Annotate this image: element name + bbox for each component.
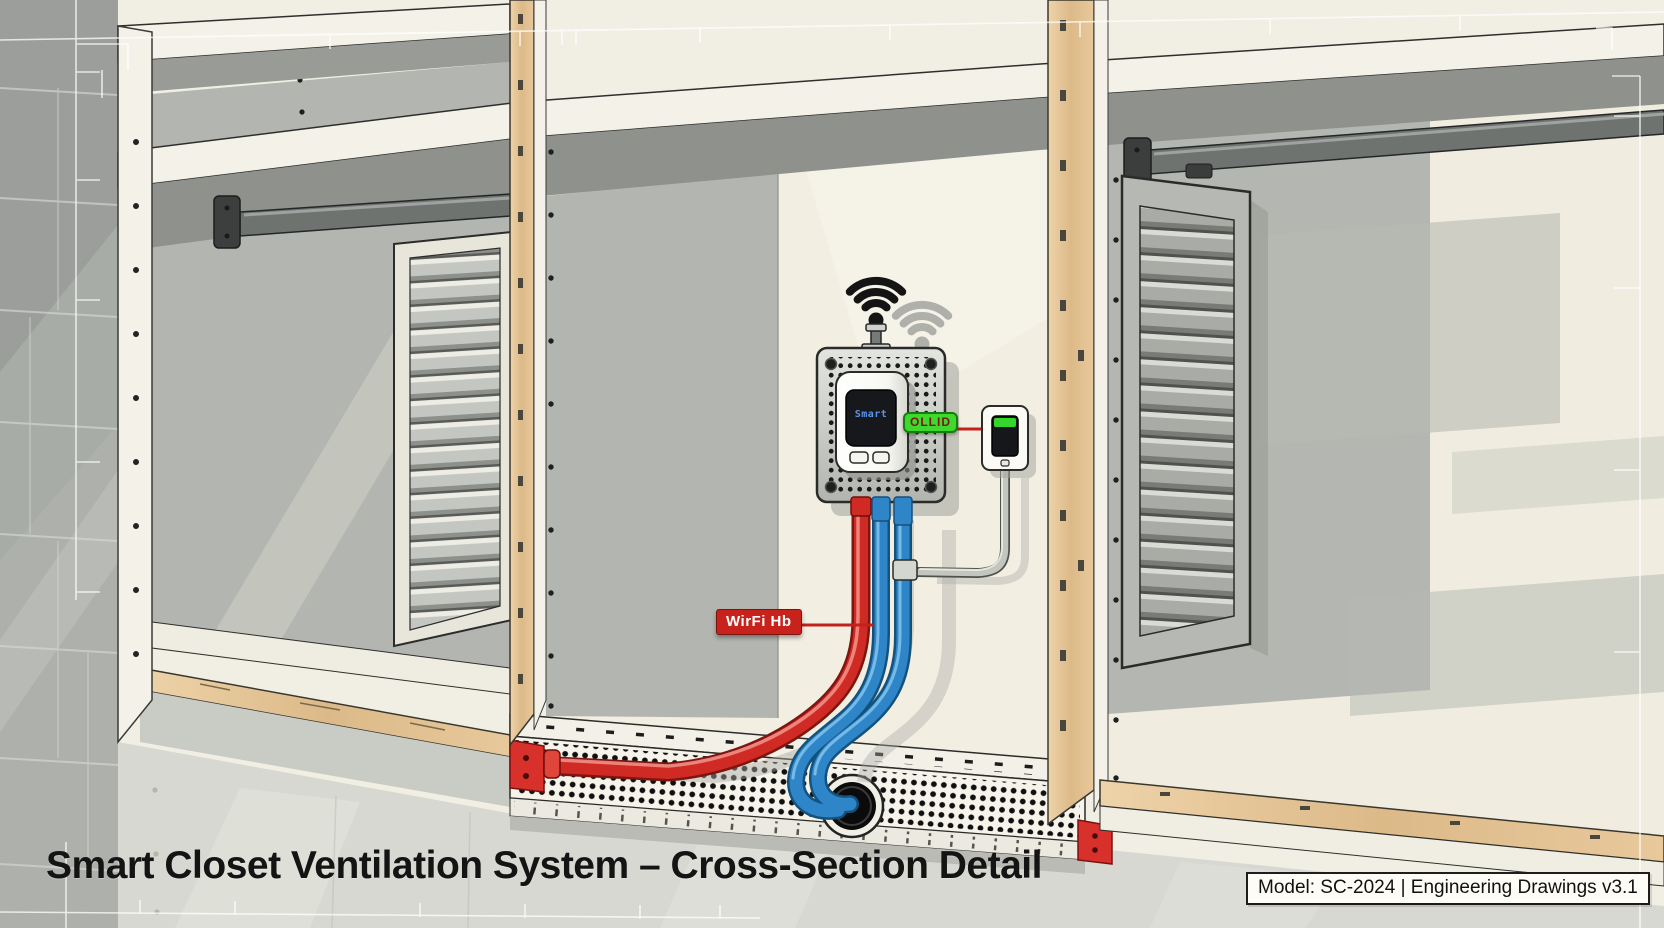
controller-button-right bbox=[872, 451, 890, 464]
controller-screen-bezel bbox=[845, 389, 897, 447]
cable-connectors bbox=[850, 496, 913, 526]
sensor-cable bbox=[892, 463, 1029, 586]
red-mount-bracket-right bbox=[1077, 819, 1113, 865]
center-wood-stud bbox=[509, 0, 547, 748]
illustration-title: Smart Closet Ventilation System – Cross-… bbox=[46, 844, 1042, 887]
cable-clip bbox=[892, 559, 918, 581]
tiled-wall bbox=[0, 0, 119, 928]
drawing-info-box: Model: SC-2024 | Engineering Drawings v3… bbox=[1246, 872, 1650, 905]
louver-vent-panel bbox=[393, 230, 513, 648]
status-chip-label: OLLID bbox=[903, 412, 958, 433]
controller-button-left bbox=[849, 451, 869, 464]
door-bracket bbox=[1185, 163, 1213, 179]
sensor-button bbox=[1000, 459, 1010, 467]
smart-controller bbox=[815, 346, 959, 526]
right-baseboard bbox=[1099, 779, 1664, 887]
sensor-status-bar bbox=[994, 418, 1016, 427]
main-shelf bbox=[117, 23, 1664, 252]
rod-bracket-left bbox=[213, 195, 241, 249]
louvered-door bbox=[1120, 163, 1268, 670]
right-wood-stud bbox=[1047, 0, 1109, 826]
center-bay-back-wall bbox=[546, 128, 1048, 764]
toe-kick bbox=[140, 690, 516, 808]
plate-screws bbox=[824, 357, 938, 494]
left-side-panel bbox=[117, 25, 153, 745]
pipe-coupling bbox=[543, 749, 561, 779]
shelf-pin-holes-left bbox=[133, 139, 139, 657]
shelf-pin-holes-center bbox=[548, 149, 554, 709]
blue-return-lines bbox=[787, 511, 956, 820]
wall-sensor bbox=[981, 405, 1036, 478]
wifi-hub-label: WirFi Hb bbox=[716, 609, 802, 635]
controller-screen-text: Smart bbox=[854, 409, 888, 420]
red-mount-bracket-left bbox=[509, 739, 545, 793]
shelf-pin-holes-right bbox=[1113, 177, 1119, 781]
